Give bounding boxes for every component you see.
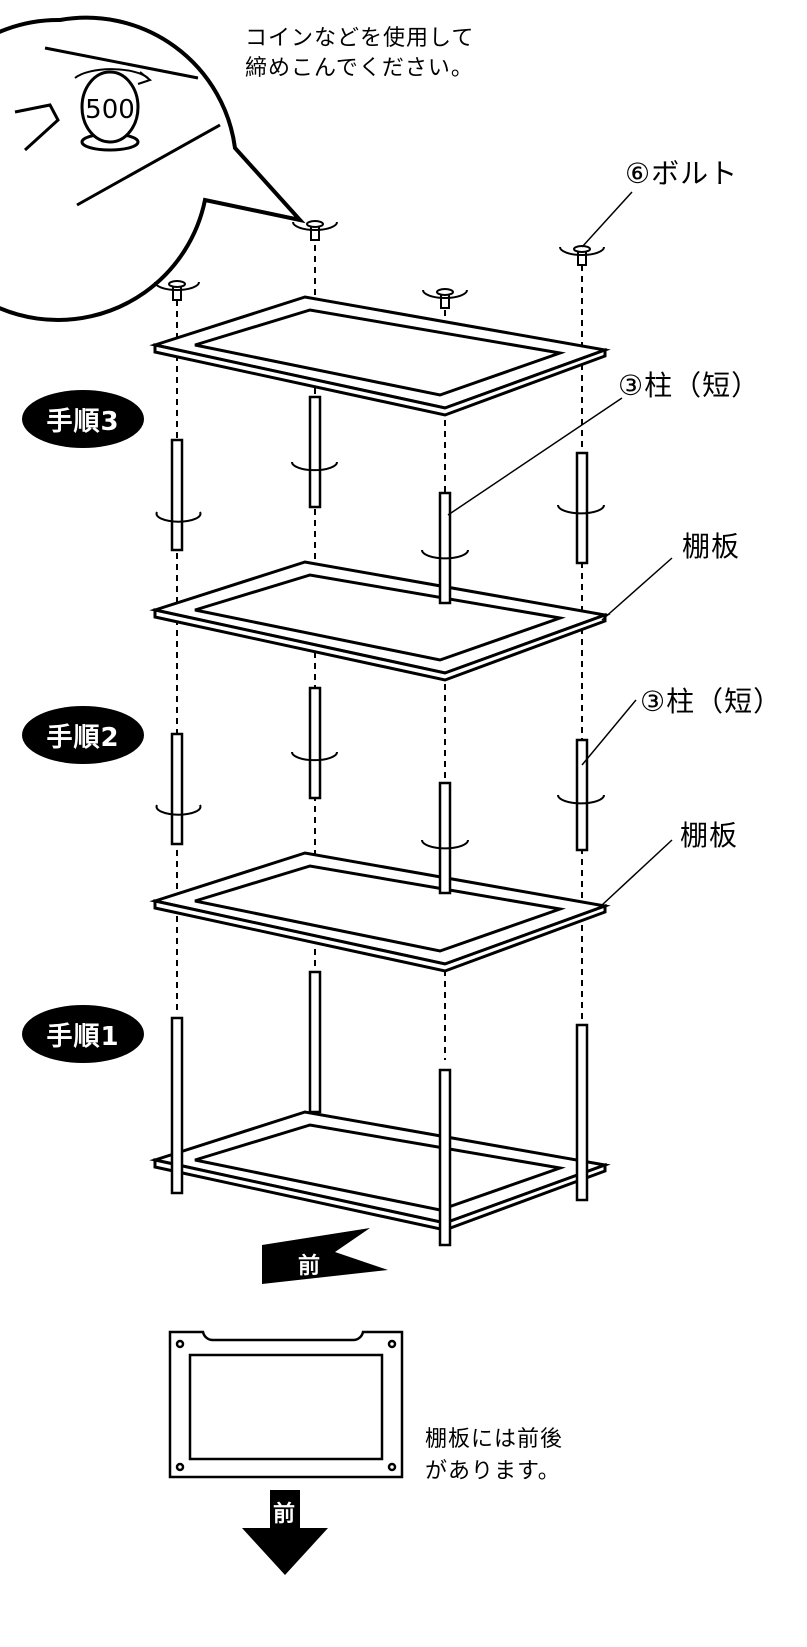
shelves (149, 295, 611, 1232)
coin-label: 500 (85, 95, 135, 125)
down-arrow-icon (242, 1490, 328, 1575)
shelf-topview (168, 1330, 404, 1479)
pillar-short-label-1: ③柱（短） (618, 369, 761, 402)
bolt-label: ⑥ボルト (625, 157, 739, 190)
shelf-label-1: 棚板 (682, 530, 741, 563)
front-label-1: 前 (298, 1254, 321, 1279)
step-1-badge: 手順1 (22, 1005, 144, 1063)
pillars (170, 395, 589, 1247)
shelf-label-2: 棚板 (680, 819, 739, 852)
bolts (154, 220, 605, 309)
bottom-note-line-2: があります。 (425, 1459, 561, 1484)
pillar-short-label-2: ③柱（短） (640, 685, 783, 718)
front-arrow-icon (262, 1228, 388, 1284)
leader-lines (447, 191, 673, 906)
coin-icon (80, 70, 140, 144)
guide-lines (176, 245, 583, 1060)
step-3-badge: 手順3 (22, 390, 144, 448)
step-2-badge: 手順2 (22, 706, 144, 764)
rotation-arrows (155, 461, 605, 850)
zoom-detail: 500 (0, 15, 306, 322)
zoom-note-line-2: 締めこんでください。 (245, 56, 474, 81)
bottom-note-line-1: 棚板には前後 (425, 1427, 564, 1452)
zoom-note-line-1: コインなどを使用して (245, 26, 475, 51)
front-label-2: 前 (273, 1502, 296, 1527)
